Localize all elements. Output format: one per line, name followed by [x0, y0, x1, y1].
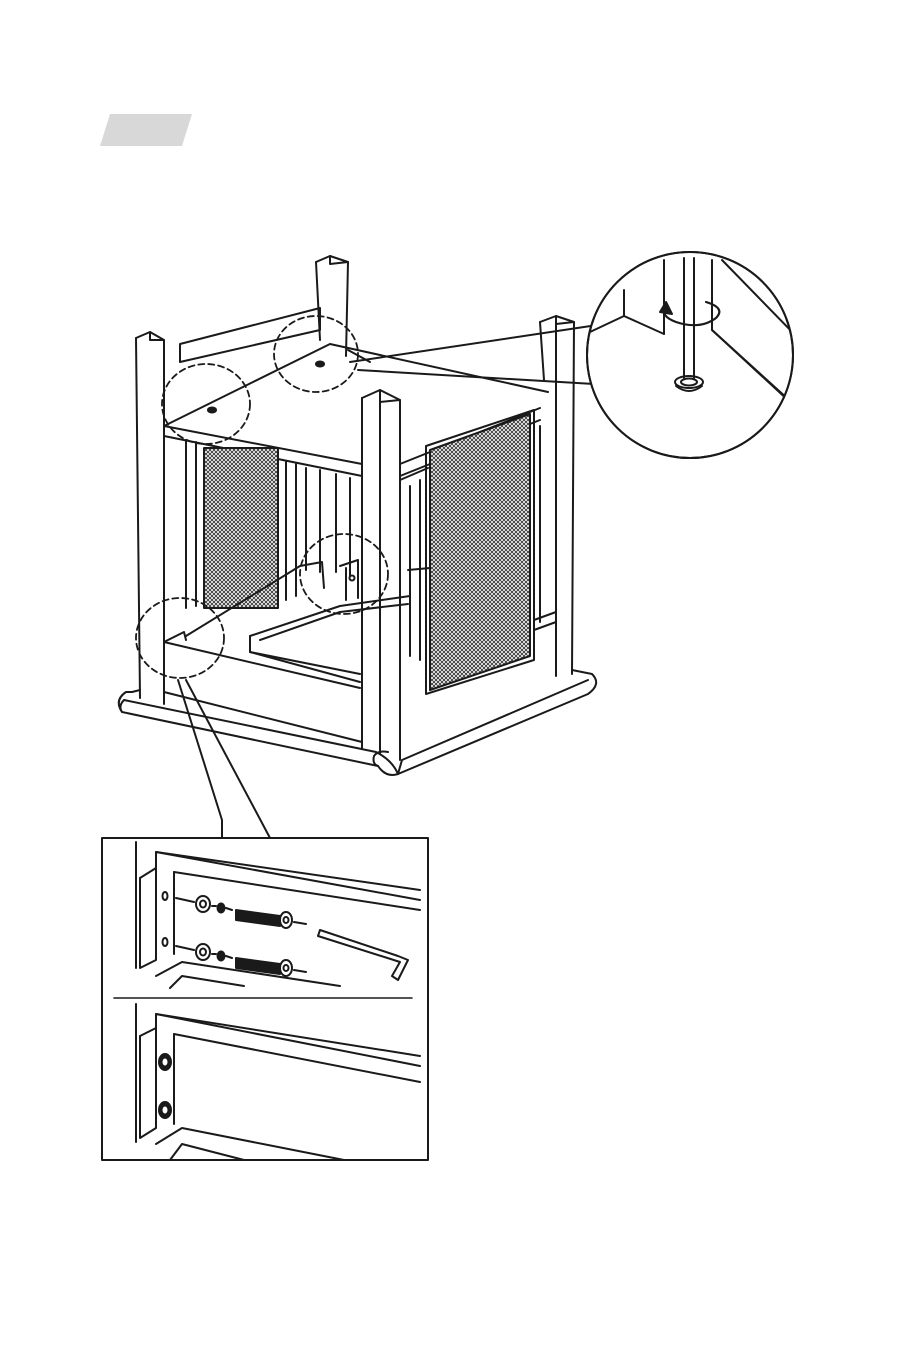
leader-lines-bottom [178, 680, 270, 838]
callout-marker-inner [300, 534, 388, 614]
leader-lines-top [350, 324, 604, 384]
post-back-left [136, 332, 164, 704]
post-front [362, 390, 400, 760]
side-panel-right [400, 410, 556, 694]
callout-marker-bottom-left [136, 598, 224, 678]
side-panel-left [186, 440, 350, 608]
post-back-middle [316, 256, 348, 356]
callout-box [102, 838, 428, 1160]
callout-top [587, 252, 800, 458]
callout-marker-top-left [162, 364, 250, 444]
